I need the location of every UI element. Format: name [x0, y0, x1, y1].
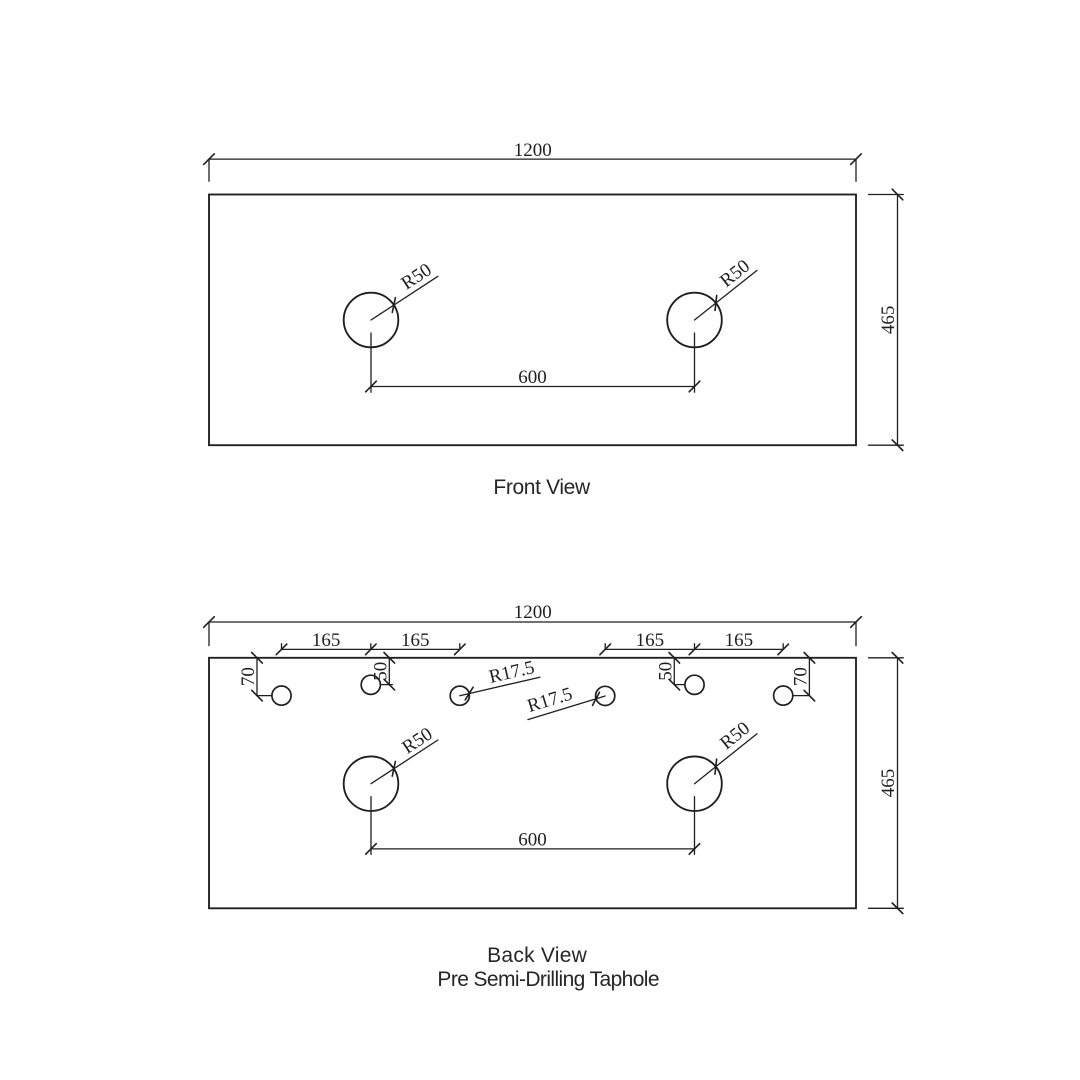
svg-text:1200: 1200: [514, 140, 552, 161]
svg-text:70: 70: [238, 667, 259, 686]
svg-text:165: 165: [312, 630, 341, 651]
svg-text:R50: R50: [716, 256, 754, 292]
svg-text:R50: R50: [398, 259, 436, 294]
svg-text:465: 465: [878, 769, 899, 798]
svg-text:R17.5: R17.5: [525, 683, 575, 717]
svg-text:1200: 1200: [514, 602, 552, 623]
svg-text:50: 50: [655, 662, 676, 681]
svg-text:R50: R50: [716, 718, 754, 754]
svg-text:165: 165: [725, 630, 754, 651]
svg-text:R50: R50: [398, 724, 436, 759]
svg-text:70: 70: [790, 667, 811, 686]
svg-text:600: 600: [518, 367, 547, 388]
svg-text:50: 50: [370, 662, 391, 681]
svg-text:600: 600: [518, 830, 547, 851]
svg-text:165: 165: [401, 630, 430, 651]
svg-text:465: 465: [878, 306, 899, 335]
svg-text:165: 165: [636, 630, 665, 651]
